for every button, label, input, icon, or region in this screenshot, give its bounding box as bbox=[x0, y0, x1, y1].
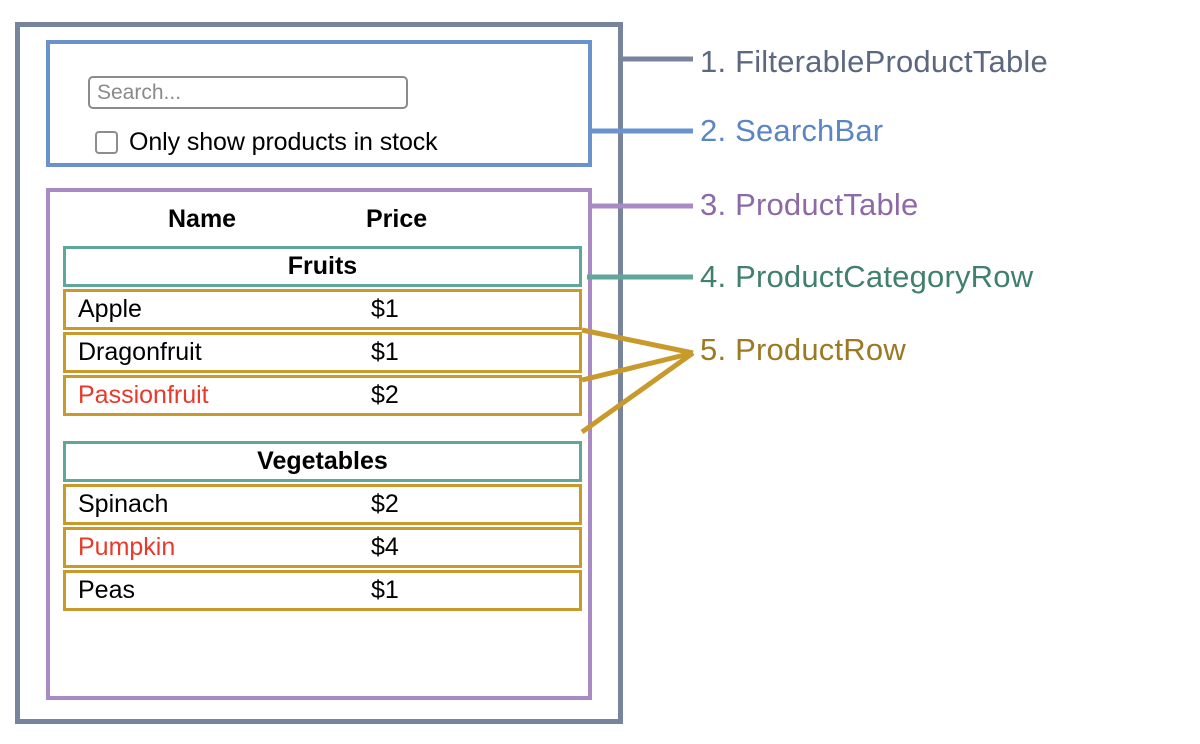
checkbox-icon[interactable] bbox=[95, 130, 118, 154]
table-row[interactable]: Peas $1 bbox=[63, 570, 582, 611]
annotation-label-4: 4. ProductCategoryRow bbox=[700, 259, 1034, 294]
product-price: $1 bbox=[371, 576, 399, 604]
product-name: Dragonfruit bbox=[78, 338, 202, 366]
product-rows-area: Fruits Apple $1 Dragonfruit $1 Passionfr… bbox=[63, 246, 582, 613]
product-name: Peas bbox=[78, 576, 135, 604]
product-category-row: Vegetables bbox=[63, 441, 582, 482]
category-label: Vegetables bbox=[257, 447, 388, 475]
table-row[interactable]: Spinach $2 bbox=[63, 484, 582, 525]
annotation-label-1: 1. FilterableProductTable bbox=[700, 44, 1048, 79]
table-row[interactable]: Pumpkin $4 bbox=[63, 527, 582, 568]
table-header-row: Name Price bbox=[50, 192, 588, 246]
annotation-label-3: 3. ProductTable bbox=[700, 187, 919, 222]
group-spacer bbox=[63, 418, 582, 441]
table-row[interactable]: Passionfruit $2 bbox=[63, 375, 582, 416]
product-price: $1 bbox=[371, 295, 399, 323]
product-name: Apple bbox=[78, 295, 142, 323]
product-table-box: Name Price Fruits Apple $1 Dragonfruit $… bbox=[46, 188, 592, 700]
category-label: Fruits bbox=[287, 252, 358, 280]
in-stock-filter-row[interactable]: Only show products in stock bbox=[95, 126, 438, 158]
annotation-label-5: 5. ProductRow bbox=[700, 332, 906, 367]
product-price: $4 bbox=[371, 533, 399, 561]
product-category-row: Fruits bbox=[63, 246, 582, 287]
product-price: $2 bbox=[371, 490, 399, 518]
column-header-price: Price bbox=[366, 204, 428, 233]
annotation-label-2: 2. SearchBar bbox=[700, 113, 884, 148]
product-name: Pumpkin bbox=[78, 533, 176, 561]
table-row[interactable]: Dragonfruit $1 bbox=[63, 332, 582, 373]
product-price: $2 bbox=[371, 381, 399, 409]
product-name: Spinach bbox=[78, 490, 169, 518]
column-header-name: Name bbox=[168, 204, 237, 233]
search-input[interactable] bbox=[88, 76, 408, 109]
product-price: $1 bbox=[371, 338, 399, 366]
table-row[interactable]: Apple $1 bbox=[63, 289, 582, 330]
in-stock-checkbox-label: Only show products in stock bbox=[129, 127, 438, 156]
product-name: Passionfruit bbox=[78, 381, 209, 409]
